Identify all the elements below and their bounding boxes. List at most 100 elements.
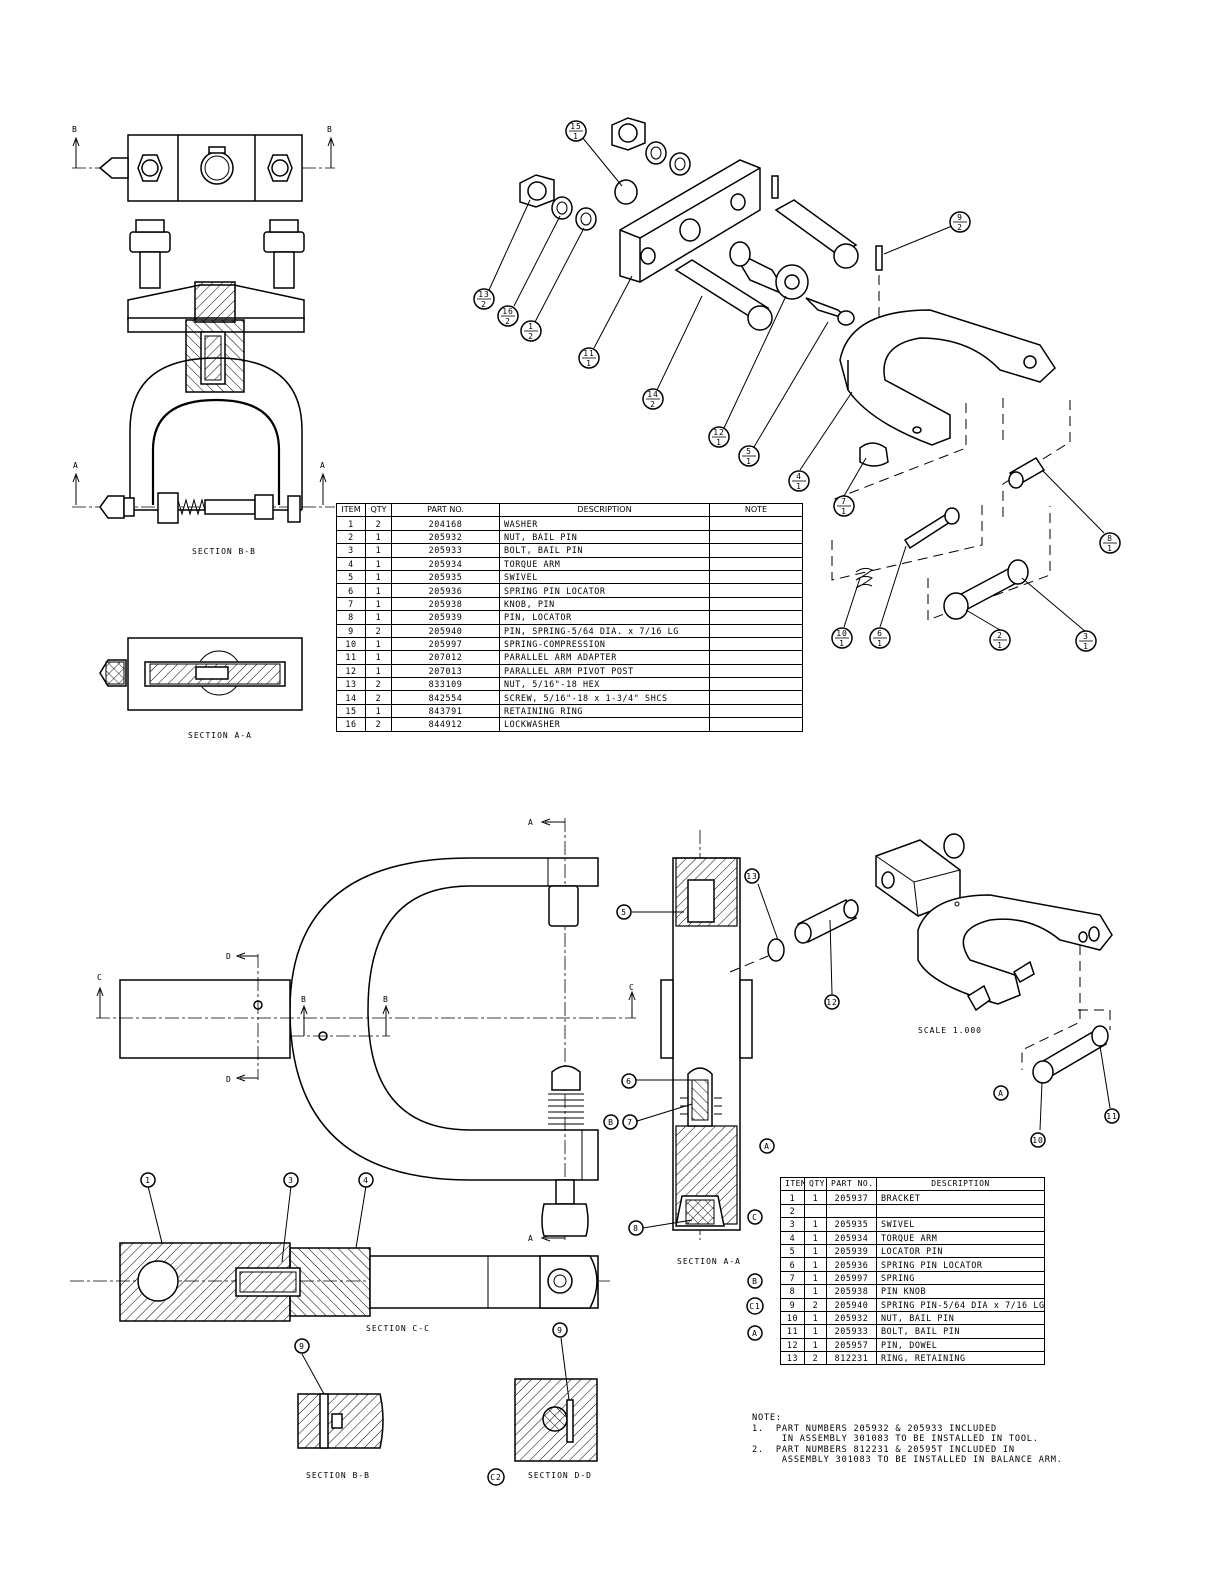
balloon-12: 121 [708,426,730,448]
bom-cell-desc: NUT, BAIL PIN [499,529,710,545]
cut-marker-a-right: A [320,461,326,470]
bom-cell-part: 205935 [391,569,500,585]
bom-cell-qty: 1 [365,663,392,679]
svg-text:9: 9 [557,1326,563,1335]
bom-cell-note [709,677,803,692]
section-aa-bottom-label: SECTION A-A [677,1257,741,1266]
bom-cell-qty: 1 [365,650,392,665]
svg-text:9: 9 [957,213,963,222]
note-line-1: 1. PART NUMBERS 205932 & 205933 INCLUDED [752,1423,997,1434]
bom-cell-qty: 1 [365,543,392,558]
bom-cell-item: 12 [336,663,366,679]
svg-text:1: 1 [877,639,883,648]
bom-cell-desc: SPRING PIN LOCATOR [499,583,710,598]
note-letters: A B A C B C1 A C2 [487,1085,1009,1486]
bom-cell-qty [804,1203,827,1219]
bom-cell-desc: PARALLEL ARM PIVOT POST [499,663,710,679]
bom-cell-qty: 1 [365,636,392,652]
svg-text:C2: C2 [490,1473,502,1482]
bom-cell-desc: SCREW, 5/16"-18 x 1-3/4" SHCS [499,690,710,705]
bom-cell-qty: 1 [804,1310,827,1326]
bom-cell-part: 205934 [826,1230,877,1245]
balloon-b-7: 7 [622,1114,638,1130]
bom-cell-item: 9 [336,623,366,638]
note-line-2: IN ASSEMBLY 301083 TO BE INSTALLED IN TO… [752,1434,1039,1444]
bom-cell-item: 8 [336,610,366,625]
bom-cell-qty: 1 [804,1243,827,1259]
bom-cell-qty: 1 [804,1217,827,1232]
balloon-b-5: 5 [616,904,632,920]
bom-cell-qty: 2 [804,1297,827,1312]
bom-cell-note [709,569,803,585]
bom-cell-item: 3 [336,543,366,558]
svg-text:1: 1 [586,359,592,368]
section-bb-bottom: SECTION B-B [297,1353,384,1480]
bom-cell-qty: 1 [365,610,392,625]
col-item: ITEM [336,502,366,518]
bom-cell-part: 205997 [826,1270,877,1286]
balloon-3: 31 [1075,630,1097,652]
bom-cell-part: 205940 [391,623,500,638]
bom-cell-note [709,556,803,571]
svg-text:14: 14 [647,390,659,399]
bom-cell-part: 205934 [391,556,500,571]
exploded-view-top [488,117,1105,633]
cut-arrow-a-left [72,472,80,505]
cut-marker-a-top: A [528,818,534,827]
bom-cell-part: 205932 [391,529,500,545]
svg-text:16: 16 [502,307,514,316]
balloon-1: 12 [520,320,542,342]
bom-cell-part: 205936 [391,583,500,598]
balloon-9: 92 [949,211,971,233]
bom-cell-item: 5 [336,569,366,585]
col-desc: DESCRIPTION [499,502,710,518]
bom-cell-qty: 1 [365,569,392,585]
bom-cell-part: 812231 [826,1351,877,1366]
svg-text:12: 12 [713,428,725,437]
bom-cell-part: 205957 [826,1337,877,1353]
note-line-4: ASSEMBLY 301083 TO BE INSTALLED IN BALAN… [752,1455,1063,1465]
bom-cell-part: 205938 [391,596,500,612]
bom-cell-desc: BOLT, BAIL PIN [876,1324,1045,1339]
col-qty: QTY [804,1176,827,1192]
bom-cell-item: 9 [780,1297,805,1312]
balloon-b-3: 3 [283,1172,299,1188]
note-title: NOTE: [752,1413,782,1423]
balloon-b-6: 6 [621,1073,637,1089]
bom-cell-part: 844912 [391,717,500,732]
bom-cell-desc: SPRING PIN LOCATOR [876,1257,1045,1272]
bom-cell-note [709,623,803,638]
bom-cell-desc: SWIVEL [499,569,710,585]
svg-text:2: 2 [481,300,487,309]
bom-cell-item: 10 [780,1310,805,1326]
balloon-7: 71 [833,495,855,517]
bom-cell-item: 16 [336,717,366,732]
svg-text:B: B [608,1118,614,1127]
bom-cell-desc: PIN, LOCATOR [499,610,710,625]
bom-cell-qty: 1 [804,1257,827,1272]
svg-text:13: 13 [478,290,490,299]
section-cc: SECTION C-C [70,1185,610,1333]
svg-text:7: 7 [627,1118,633,1127]
svg-text:2: 2 [505,317,511,326]
letter-c1: C1 [746,1297,764,1315]
balloon-b-11: 11 [1104,1108,1120,1124]
balloon-b-9a: 9 [294,1338,310,1354]
cut-marker-b-right: B [327,125,333,134]
svg-text:C: C [752,1213,758,1222]
bom-cell-note [709,529,803,545]
bom-cell-item: 7 [780,1270,805,1286]
bom-cell-item: 6 [336,583,366,598]
